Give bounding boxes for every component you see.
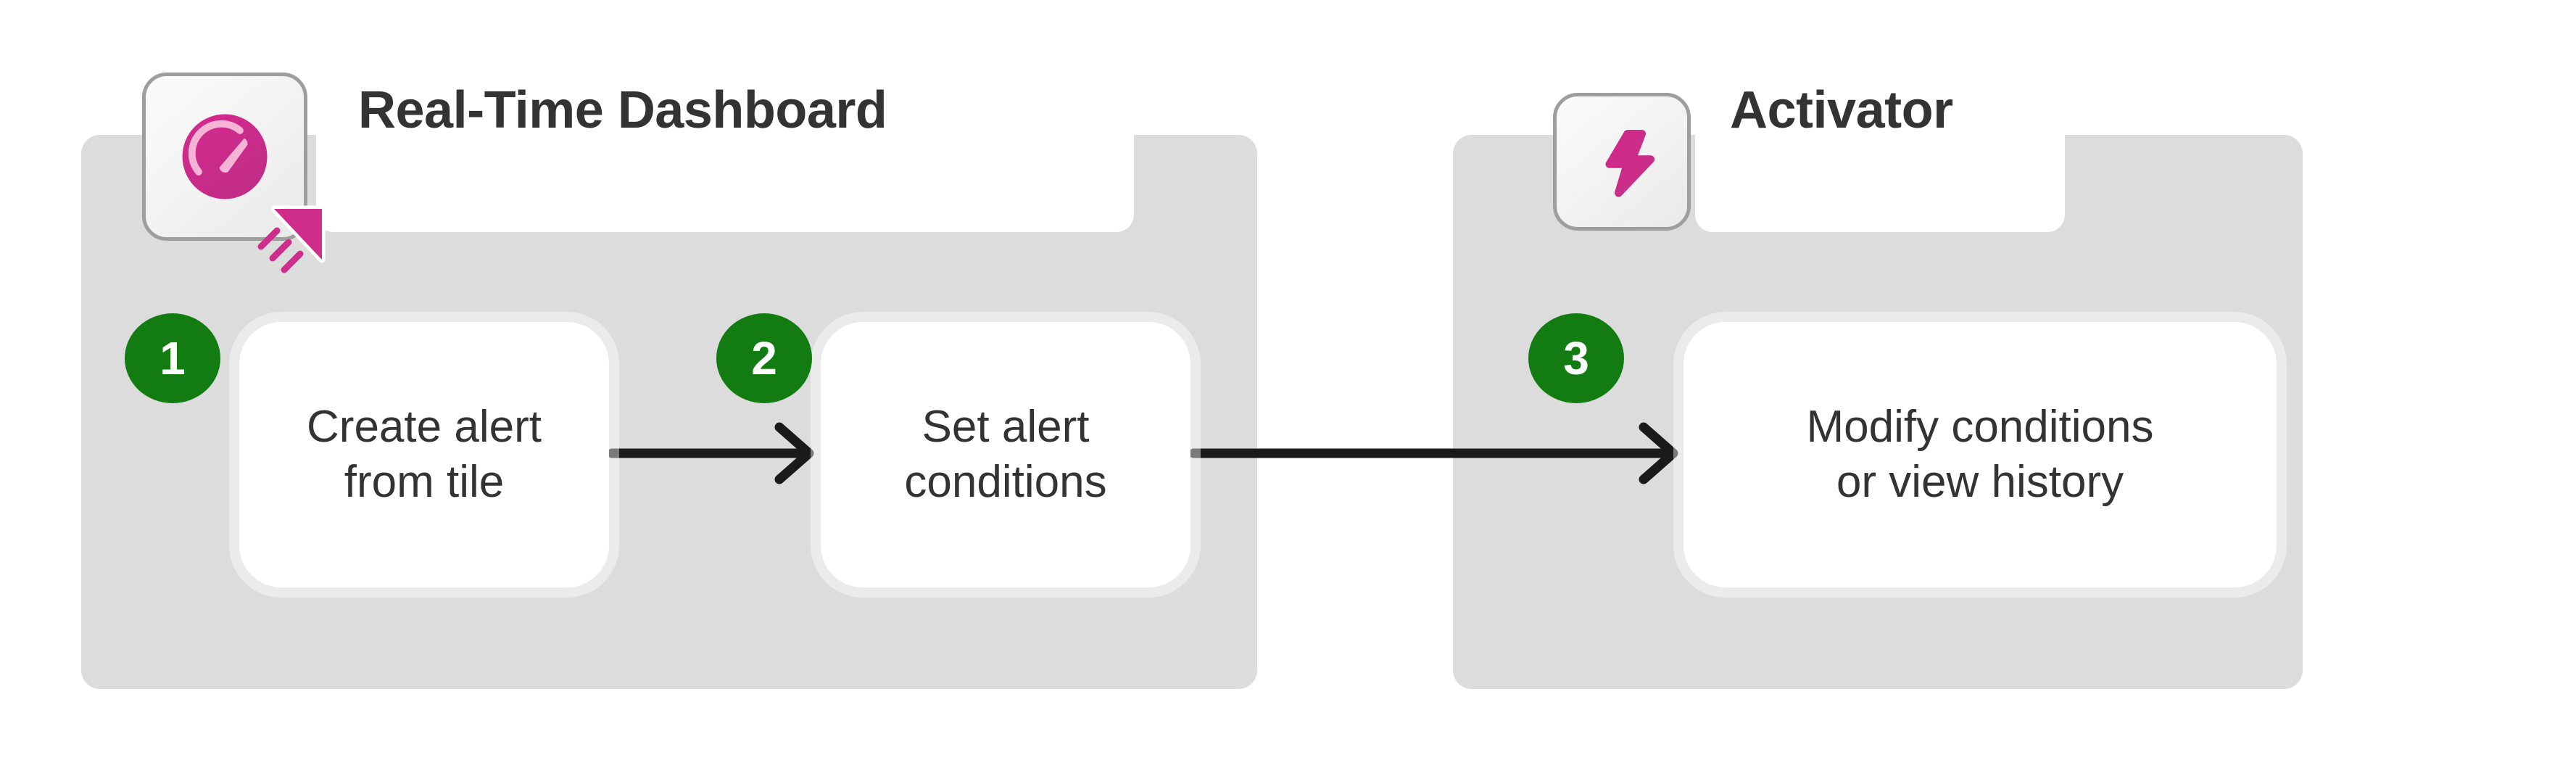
step-node-label: Set alert conditions (885, 400, 1125, 509)
step-badge-2: 2 (716, 313, 812, 403)
app-tile-real-time-dashboard[interactable] (142, 73, 307, 241)
step-node-label: Modify conditions or view history (1787, 400, 2172, 509)
group-title-activator: Activator (1730, 81, 1953, 139)
group-title-dashboard: Real-Time Dashboard (358, 81, 887, 139)
gauge-icon (182, 114, 268, 199)
step-node-modify-conditions-or-view-history[interactable]: Modify conditions or view history (1683, 322, 2277, 587)
step-node-label-line2: conditions (904, 457, 1107, 507)
arrow-step-1-to-2 (609, 422, 814, 484)
step-badge-1: 1 (125, 313, 220, 403)
step-node-label-line1: Modify conditions (1806, 402, 2154, 453)
step-node-create-alert-from-tile[interactable]: Create alert from tile (239, 322, 609, 587)
arrow-step-2-to-3 (1190, 422, 1678, 484)
step-badge-3: 3 (1528, 313, 1624, 403)
step-node-label: Create alert from tile (288, 400, 560, 509)
lightning-bolt-icon (1605, 129, 1655, 197)
step-node-label-line2: or view history (1836, 457, 2124, 507)
group-title-pill-activator: Activator (1695, 0, 2065, 232)
step-node-label-line1: Set alert (922, 402, 1090, 453)
app-tile-activator[interactable] (1553, 93, 1691, 231)
cursor-click-icon (257, 205, 326, 273)
step-node-label-line2: from tile (344, 457, 505, 507)
step-node-set-alert-conditions[interactable]: Set alert conditions (821, 322, 1190, 587)
group-title-pill-dashboard: Real-Time Dashboard (316, 0, 1134, 232)
step-node-label-line1: Create alert (307, 402, 542, 453)
